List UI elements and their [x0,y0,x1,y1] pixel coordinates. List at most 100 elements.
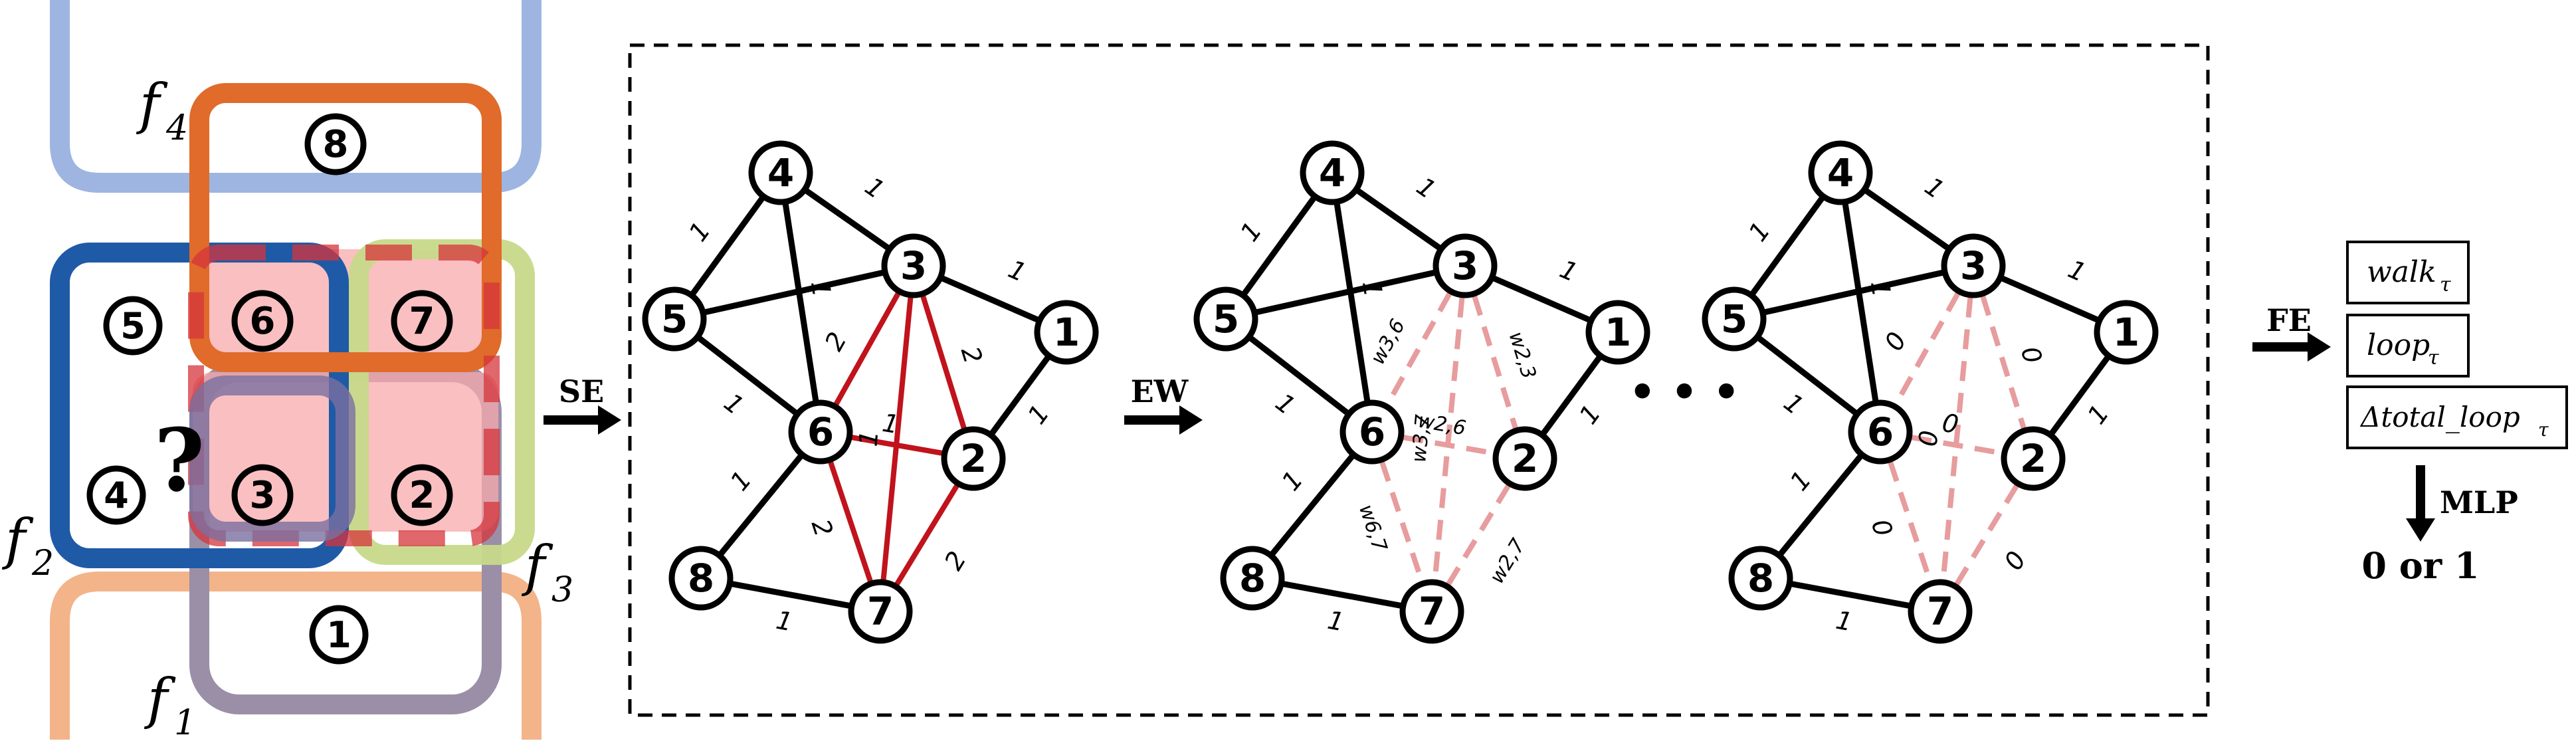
edge-weight-2-7: w2,7 [1485,535,1530,588]
graph-node-label-5: 5 [1213,296,1239,342]
edge-weight-6-7: 2 [806,516,839,540]
edge-weight-1-2: 1 [1573,399,1607,430]
graph-node-1 [2094,300,2159,365]
node-label: 3 [250,474,276,517]
svg-text:3: 3 [551,570,573,610]
hypergraph-node-1: 1 [309,605,369,665]
edge-weight-6-7: w6,7 [1354,502,1391,555]
edge-5-3 [1734,263,1974,322]
svg-text:FE: FE [2266,302,2312,338]
edge-weight-5-6: 1 [1779,387,1809,421]
graph-node-label-2: 2 [960,436,987,481]
graph-node-3 [881,233,946,298]
edge-weight-3-1: 1 [1004,255,1031,288]
graph-node-6 [788,399,853,465]
graph-node-7 [1908,579,1973,644]
edge-weight-3-7: w3,7 [1407,413,1435,463]
graph-node-label-1: 1 [2113,310,2139,355]
graph-node-label-3: 3 [1960,243,1987,288]
svg-text:Δtotal_loop: Δtotal_loop [2359,401,2520,433]
edge-3-7 [1429,265,1468,612]
graph-node-5 [1702,286,1767,352]
graph-node-4 [1808,140,1873,205]
edge-4-6 [1329,172,1375,433]
edge-weight-4-5: 1 [1235,217,1268,247]
svg-text:loop: loop [2367,328,2430,362]
graph-node-label-6: 6 [1867,409,1894,455]
graph-node-label-1: 1 [1605,310,1631,355]
graph-node-label-7: 7 [1927,589,1953,634]
node-label: 4 [104,475,129,516]
svg-text:SE: SE [559,373,604,409]
edge-weight-3-7: 0 [1913,429,1943,448]
hypergraph-node-6: 6 [231,290,294,352]
label-f2: f 2 [1,508,54,584]
graph-node-6 [1848,399,1913,465]
edge-5-3 [1225,263,1466,322]
edge-weight-3-6: w3,6 [1366,315,1410,368]
edge-weight-4-5: 1 [1743,217,1776,247]
node-label: 2 [409,474,435,517]
edge-weight-1-2: 1 [1022,399,1055,430]
edge-5-3 [674,263,914,322]
graph-node-label-6: 6 [807,409,834,455]
svg-text:f: f [136,73,168,136]
edge-weight-6-8: 1 [1784,465,1817,496]
graph-node-label-5: 5 [661,296,688,342]
graph-node-label-2: 2 [1512,436,1538,481]
edge-3-2 [1971,265,2036,460]
graph-node-3 [1433,233,1498,298]
svg-text:τ: τ [2428,346,2439,370]
edge-weight-8-7: 1 [774,605,795,637]
fe-arrow: FE [2252,302,2331,362]
graph-node-label-8: 8 [688,556,714,601]
node-label: 8 [323,123,349,166]
svg-text:walk: walk [2367,255,2436,289]
graph-node-7 [1399,579,1464,644]
edge-weight-2-7: 0 [1999,546,2032,576]
ellipsis: • • • [1629,368,1739,417]
graph-node-8 [1728,546,1793,611]
edge-weight-1-2: 1 [2082,399,2115,430]
svg-text:τ: τ [2440,273,2451,296]
graph-node-2 [941,426,1006,491]
edge-weight-8-7: 1 [1834,605,1855,637]
edge-weight-3-6: 0 [1879,327,1912,356]
graph-node-8 [668,546,734,611]
graph-node-5 [642,286,707,352]
svg-text:τ: τ [2538,419,2549,441]
graph-node-label-3: 3 [900,243,927,288]
edge-weight-2-7: 2 [939,546,972,576]
graph-node-label-2: 2 [2020,436,2046,481]
edge-4-6 [1837,172,1884,433]
svg-text:4: 4 [165,108,188,148]
hypergraph-node-4: 4 [86,465,146,525]
label-f1: f 1 [144,668,196,743]
hypergraph-node-8: 8 [304,113,367,175]
graph-node-label-4: 4 [1319,150,1345,195]
svg-text:MLP: MLP [2440,484,2518,520]
hypergraph-node-5: 5 [103,296,163,356]
edge-3-2 [911,265,976,460]
hyperedge-top-blue [50,0,542,193]
hypergraph-node-2: 2 [391,464,453,526]
edge-weight-3-2: 2 [955,343,988,367]
svg-text:f: f [521,535,553,598]
graph-node-label-1: 1 [1053,310,1080,355]
edge-weight-5-6: 1 [719,387,749,421]
graph-node-2 [1492,426,1557,491]
node-label: 5 [120,305,146,347]
edge-weight-3-2: 0 [2015,343,2048,367]
edge-weight-4-3: 1 [1920,171,1949,205]
graph-node-1 [1034,300,1099,365]
hypergraph-node-7: 7 [391,290,453,352]
graph-node-3 [1941,233,2006,298]
hypergraph-node-3: 3 [231,464,294,526]
label-f4: f 4 [136,73,188,148]
edge-weight-3-1: 1 [2064,255,2090,288]
edge-3-7 [878,265,916,612]
edge-weight-6-7: 0 [1866,516,1898,540]
graph-node-8 [1220,546,1285,611]
